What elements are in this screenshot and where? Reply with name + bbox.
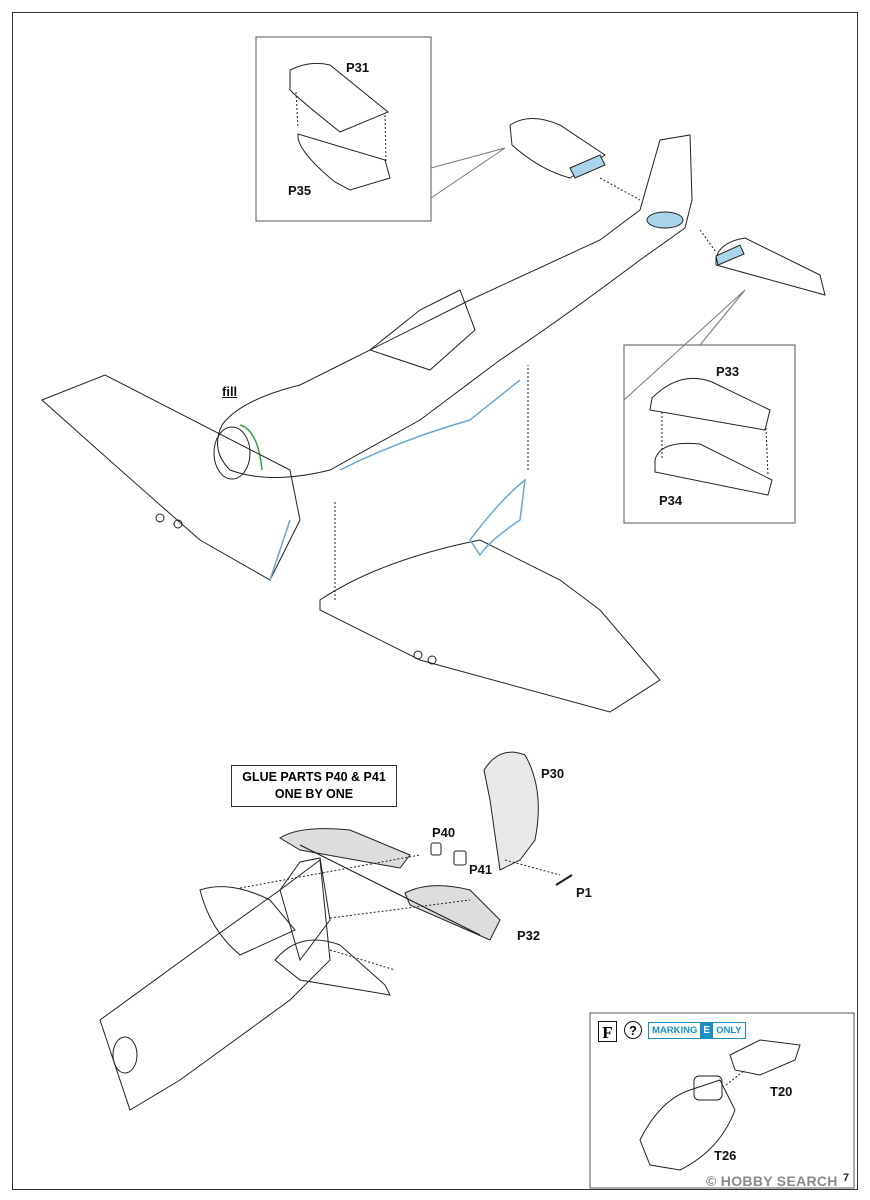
label-fill: fill [222, 384, 238, 399]
leader-line-right [623, 289, 746, 401]
tail-highlight [646, 211, 684, 229]
tail-arrow [599, 177, 717, 253]
cannon-left-2 [173, 519, 183, 529]
wing-left-leading-edge [269, 519, 291, 581]
part-t26-shape [639, 1079, 736, 1171]
lower-stabilizer-left [199, 886, 296, 956]
wing-right [319, 539, 661, 713]
glue-note-box: GLUE PARTS P40 & P41 ONE BY ONE [231, 765, 397, 807]
part-p41-shape [453, 850, 467, 866]
elevator-left [509, 118, 606, 179]
fuselage-outline [217, 134, 693, 478]
assembly-arrows [239, 854, 471, 971]
part-p34-shape [654, 442, 773, 496]
label-p34: P34 [659, 493, 683, 508]
detail-box-rudder-top [255, 36, 432, 222]
cockpit-frame [368, 289, 476, 371]
lower-fuselage [99, 859, 331, 1111]
p32-hinge-line [299, 844, 481, 936]
glue-note-line1: GLUE PARTS P40 & P41 [242, 770, 386, 784]
help-icon: ? [624, 1021, 642, 1039]
lower-stabilizer-right [274, 939, 391, 996]
elevator-left-tab [569, 154, 606, 179]
section-letter: F [598, 1021, 617, 1042]
marking-prefix: MARKING [652, 1025, 698, 1036]
part-p35-shape [297, 133, 391, 191]
label-t20: T20 [770, 1084, 793, 1099]
label-p30: P30 [541, 766, 565, 781]
cannon-left-1 [155, 513, 165, 523]
fuselage-belly-edge [339, 379, 521, 471]
wing-root-fairing [469, 478, 526, 557]
detail-box-elevator [623, 344, 796, 524]
part-t26-canopy [693, 1075, 723, 1101]
part-p1-shape [555, 874, 573, 886]
page-frame [12, 12, 858, 1190]
watermark: © HOBBY SEARCH [706, 1173, 838, 1189]
page-number: 7 [843, 1172, 850, 1184]
marking-suffix: ONLY [716, 1025, 742, 1036]
label-p41: P41 [469, 862, 493, 877]
part-p30-rudder [483, 751, 539, 871]
label-p32: P32 [517, 928, 541, 943]
p31-arrow-right [384, 114, 387, 163]
label-p1: P1 [576, 885, 592, 900]
lower-fin [279, 857, 331, 962]
wing-arrows [334, 365, 529, 600]
label-p33: P33 [716, 364, 740, 379]
part-t20-shape [729, 1039, 801, 1076]
lower-window [112, 1036, 138, 1074]
label-t26: T26 [714, 1148, 737, 1163]
p33-arrow-right [765, 427, 769, 477]
label-p35: P35 [288, 183, 312, 198]
part-p40-shape [430, 842, 442, 856]
elevator-right-tab [715, 244, 745, 266]
label-p31: P31 [346, 60, 370, 75]
part-p32-right [404, 885, 501, 941]
part-p32-left [279, 828, 411, 869]
p30-arrow [504, 859, 561, 876]
wing-left [41, 374, 301, 581]
marking-code: E [700, 1023, 714, 1038]
part-p33-shape [649, 377, 771, 431]
section-f-arrow [725, 1069, 746, 1086]
part-p31-shape [289, 62, 389, 133]
section-f-box [589, 1012, 855, 1189]
cannon-right-2 [427, 655, 437, 665]
fill-area-line [239, 424, 263, 471]
elevator-right [715, 237, 826, 296]
cannon-right-1 [413, 650, 423, 660]
engine-cowl-front [213, 426, 251, 480]
glue-note-line2: ONE BY ONE [274, 787, 354, 801]
leader-line-top [430, 147, 506, 199]
label-p40: P40 [432, 825, 456, 840]
